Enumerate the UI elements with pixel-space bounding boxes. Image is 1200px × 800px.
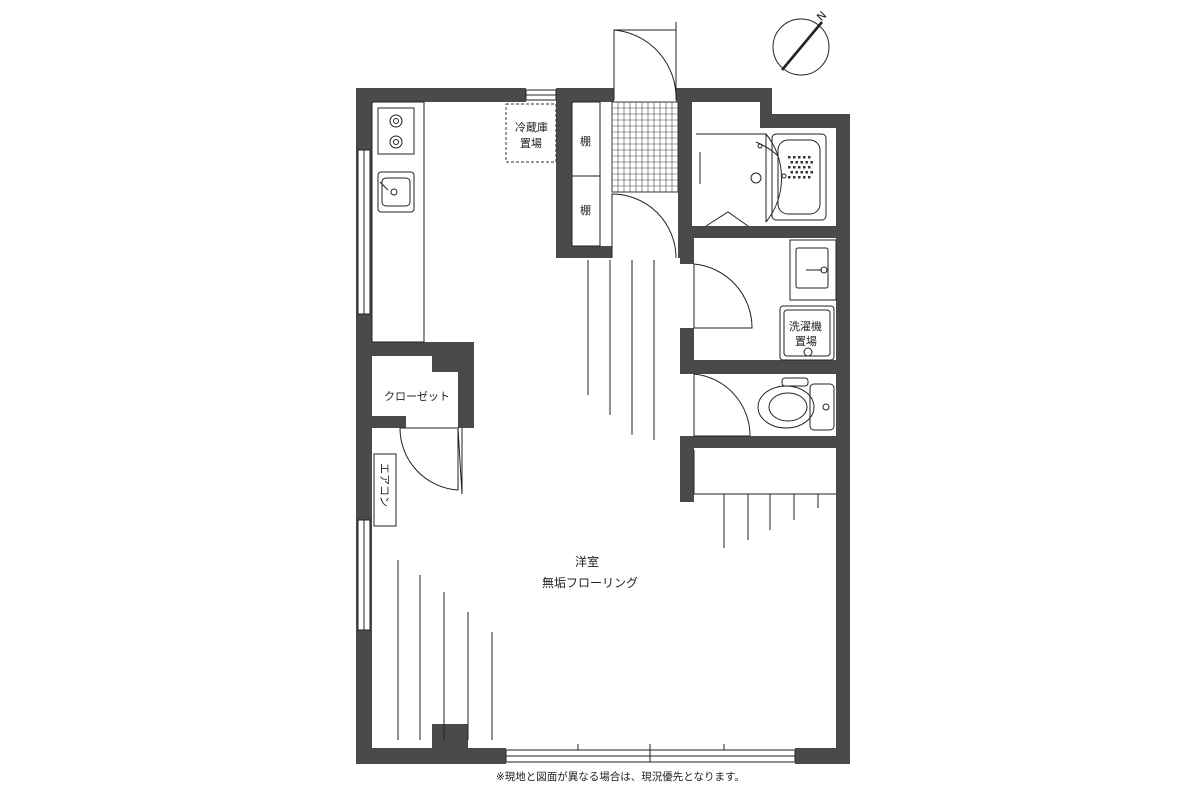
bathroom [696, 133, 827, 227]
tub-dot [793, 166, 796, 169]
walls [356, 88, 850, 764]
tub-dot [790, 161, 793, 164]
wall-north-right [676, 88, 772, 102]
bath-door-swing [696, 133, 783, 223]
tub-dot [795, 171, 798, 174]
wall-shelf-south [556, 246, 612, 258]
washroom: 洗濯機 置場 [693, 239, 837, 361]
tub-dot [800, 171, 803, 174]
tub-dot [798, 156, 801, 159]
wall-washer-south [680, 360, 850, 374]
wall-closet-notch [432, 342, 474, 372]
aircon-label: エアコン [378, 463, 391, 507]
drain-icon [803, 347, 813, 357]
compass-circle [772, 18, 830, 76]
aircon-unit [373, 453, 397, 527]
flooring-hatch [397, 260, 836, 740]
entrance [611, 22, 679, 259]
compass-needle [781, 21, 823, 71]
tub-dot [798, 166, 801, 169]
tub-dot [793, 156, 796, 159]
room-name: 洋室 [575, 554, 599, 569]
closet-door-swing [399, 427, 459, 491]
tub-dot [808, 166, 811, 169]
inner-door-swing [611, 193, 677, 259]
shower-icon [750, 172, 762, 184]
windows [357, 89, 796, 763]
compass-north-label: N [814, 9, 829, 24]
tub-dot [788, 156, 791, 159]
wall-toilet-south [680, 436, 850, 448]
wall-step-vertical [760, 88, 772, 116]
compass: N [772, 9, 830, 76]
wall-shelf-west [556, 88, 572, 258]
tub-dot [788, 176, 791, 179]
tub-dot [798, 176, 801, 179]
tub-dot [810, 171, 813, 174]
washer-space [779, 305, 835, 361]
tub-dot [808, 156, 811, 159]
aircon: エアコン [373, 453, 397, 527]
genkan-tile-grid [611, 101, 679, 193]
tub-dot [790, 171, 793, 174]
bathtub [771, 133, 827, 221]
closet-label: クローゼット [384, 390, 450, 403]
washer-label-line1: 洗濯機 [789, 319, 822, 333]
wall-bath-south [680, 226, 850, 238]
wall-wet-west-3 [680, 436, 694, 502]
wall-south-right [795, 748, 850, 764]
tub-dot [810, 161, 813, 164]
bath-folding-door [705, 211, 749, 227]
fridge-label-line2: 置場 [520, 137, 542, 150]
washer-label-line2: 置場 [795, 335, 817, 348]
tub-dot [808, 176, 811, 179]
tub-dot [803, 176, 806, 179]
tub-dot [805, 161, 808, 164]
kitchen: 冷蔵庫 置場 [371, 101, 557, 343]
fridge-label-line1: 冷蔵庫 [515, 120, 548, 134]
fridge-space [505, 103, 557, 163]
tub-dot [805, 171, 808, 174]
room-floor: 無垢フローリング [542, 575, 638, 590]
room-label: 洋室 無垢フローリング [542, 554, 638, 590]
sink-icon [377, 171, 415, 213]
footer-note: ※現地と図面が異なる場合は、現況優先となります。 [496, 770, 745, 783]
shelves: 棚 棚 [571, 101, 601, 247]
wall-north-left [356, 88, 526, 102]
shelf-upper-label: 棚 [580, 134, 591, 148]
tub-dot [795, 161, 798, 164]
wall-entry-east [678, 88, 692, 258]
bathtub-drain-pattern [788, 156, 813, 179]
tub-dot [793, 176, 796, 179]
toilet-icon [757, 377, 835, 431]
wall-south-pillar [432, 724, 468, 764]
wall-south-left [356, 748, 506, 764]
tub-dot [800, 161, 803, 164]
closet: クローゼット [384, 390, 463, 495]
tub-dot [803, 156, 806, 159]
toilet-door-swing [693, 373, 751, 437]
wash-basin-icon [789, 239, 837, 301]
tub-dot [803, 166, 806, 169]
tub-dot [788, 166, 791, 169]
wall-closet-south [356, 416, 406, 428]
entrance-door-swing [613, 29, 677, 101]
wall-north-bath [760, 114, 850, 128]
stove-icon [377, 107, 415, 155]
shelf-lower-label: 棚 [580, 203, 591, 217]
toilet-room [693, 373, 835, 437]
washroom-door-swing [693, 263, 753, 329]
kitchen-counter [371, 101, 425, 343]
